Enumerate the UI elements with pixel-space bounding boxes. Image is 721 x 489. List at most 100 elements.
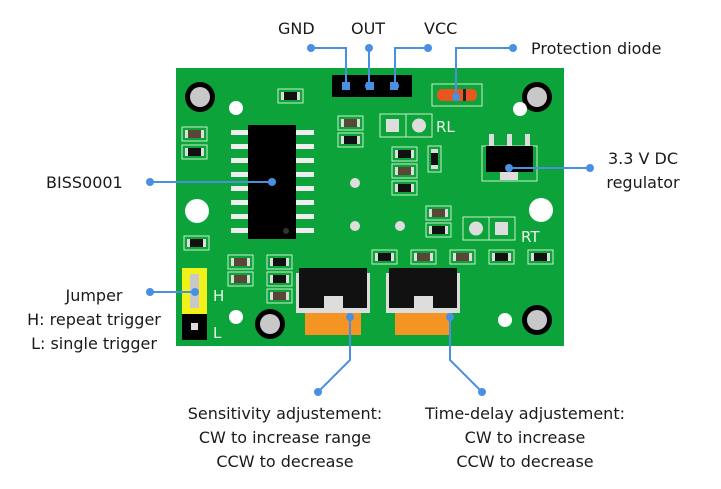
timedelay-line3: CCW to decrease xyxy=(456,452,594,471)
label-protection-diode: Protection diode xyxy=(531,39,662,58)
mounting-hole-top-right xyxy=(522,82,552,112)
smd-outline xyxy=(425,222,452,238)
label-jumper: Jumper H: repeat trigger L: single trigg… xyxy=(14,284,174,356)
rl-pad-round xyxy=(412,118,426,133)
sensitivity-line3: CCW to decrease xyxy=(216,452,354,471)
via xyxy=(185,199,209,223)
time-delay-potentiometer[interactable] xyxy=(386,268,460,335)
smd-resistor xyxy=(432,209,445,217)
smd-resistor xyxy=(456,253,469,261)
smd-resistor xyxy=(273,292,286,300)
leader-diode xyxy=(455,47,513,97)
timedelay-line2: CW to increase xyxy=(464,428,586,447)
smd-outline xyxy=(277,88,304,104)
smd-capacitor xyxy=(378,253,391,261)
leader-sensitivity xyxy=(317,317,351,393)
jumper-h-silkscreen: H xyxy=(213,287,224,305)
via xyxy=(229,101,243,115)
via xyxy=(529,198,553,222)
smd-outline xyxy=(337,115,364,131)
label-sensitivity: Sensitivity adjustement: CW to increase … xyxy=(160,402,410,474)
label-vcc: VCC xyxy=(424,19,458,38)
smd-resistor xyxy=(398,167,411,175)
smd-outline xyxy=(266,254,293,270)
smd-outline xyxy=(371,249,398,265)
sensitivity-line1: Sensitivity adjustement: xyxy=(187,404,383,423)
smd-resistor xyxy=(417,253,430,261)
rl-pad-square xyxy=(386,119,399,132)
regulator-line2: regulator xyxy=(606,173,680,192)
ic-pin1-marker xyxy=(283,228,289,234)
smd-capacitor xyxy=(344,136,357,144)
leader-lines xyxy=(150,47,590,393)
jumper-l-silkscreen: L xyxy=(213,324,222,342)
smd-capacitor xyxy=(398,184,411,192)
smd-capacitor xyxy=(495,253,508,261)
rt-pad-square xyxy=(495,222,508,235)
via xyxy=(395,221,405,231)
via xyxy=(229,310,243,324)
via xyxy=(350,178,360,188)
regulator-line1: 3.3 V DC xyxy=(607,149,679,168)
mounting-hole-bottom-left xyxy=(255,309,285,339)
smd-outline xyxy=(427,145,442,173)
smd-capacitor xyxy=(273,258,286,266)
jumper-l-pad xyxy=(191,323,198,330)
leader-vcc xyxy=(394,47,428,86)
smd-outline xyxy=(449,249,476,265)
rt-silkscreen: RT xyxy=(521,228,540,246)
smd-resistor xyxy=(344,119,357,127)
smd-outline xyxy=(337,132,364,148)
smd-capacitor xyxy=(431,153,438,165)
regulator-bottom-tab xyxy=(500,172,518,180)
label-time-delay: Time-delay adjustement: CW to increase C… xyxy=(405,402,645,474)
label-out: OUT xyxy=(351,19,386,38)
diode-band xyxy=(463,89,466,101)
smd-outline xyxy=(266,288,293,304)
smd-outline xyxy=(391,163,418,179)
smd-capacitor xyxy=(188,148,201,156)
via xyxy=(350,221,360,231)
timedelay-line1: Time-delay adjustement: xyxy=(425,404,625,423)
label-gnd: GND xyxy=(278,19,315,38)
rl-silkscreen: RL xyxy=(436,118,455,136)
smd-outline xyxy=(488,249,515,265)
via xyxy=(498,313,512,327)
mounting-hole-bottom-right xyxy=(522,305,552,335)
ic-pins-right xyxy=(295,130,314,233)
smd-resistor xyxy=(188,130,201,138)
smd-outline xyxy=(181,126,208,142)
smd-capacitor xyxy=(273,275,286,283)
smd-capacitor xyxy=(432,226,445,234)
leader-gnd xyxy=(311,47,347,86)
sensitivity-line2: CW to increase range xyxy=(198,428,372,447)
leader-timedelay xyxy=(449,317,483,393)
smd-capacitor xyxy=(190,239,203,247)
smd-outline xyxy=(183,235,210,251)
smd-outline xyxy=(227,271,254,287)
regulator-tabs xyxy=(489,134,530,146)
smd-resistor xyxy=(234,275,247,283)
mounting-hole-top-left xyxy=(185,82,215,112)
label-biss0001: BISS0001 xyxy=(46,173,123,192)
smd-outline xyxy=(410,249,437,265)
smd-outline xyxy=(391,180,418,196)
jumper-line2: H: repeat trigger xyxy=(27,310,161,329)
ic-pins-left xyxy=(231,130,250,233)
smd-outline xyxy=(527,249,554,265)
rt-pad-round xyxy=(469,221,483,236)
label-regulator: 3.3 V DC regulator xyxy=(598,147,688,195)
jumper-line3: L: single trigger xyxy=(31,334,157,353)
smd-capacitor xyxy=(398,150,411,158)
smd-outline xyxy=(391,146,418,162)
smd-capacitor xyxy=(284,92,297,100)
sensitivity-potentiometer[interactable] xyxy=(296,268,370,335)
leader-dots xyxy=(146,44,594,396)
smd-outline xyxy=(181,144,208,160)
via xyxy=(513,102,527,116)
smd-components xyxy=(181,88,554,304)
smd-capacitor xyxy=(534,253,547,261)
jumper-line1: Jumper xyxy=(65,286,123,305)
smd-outline xyxy=(227,254,254,270)
